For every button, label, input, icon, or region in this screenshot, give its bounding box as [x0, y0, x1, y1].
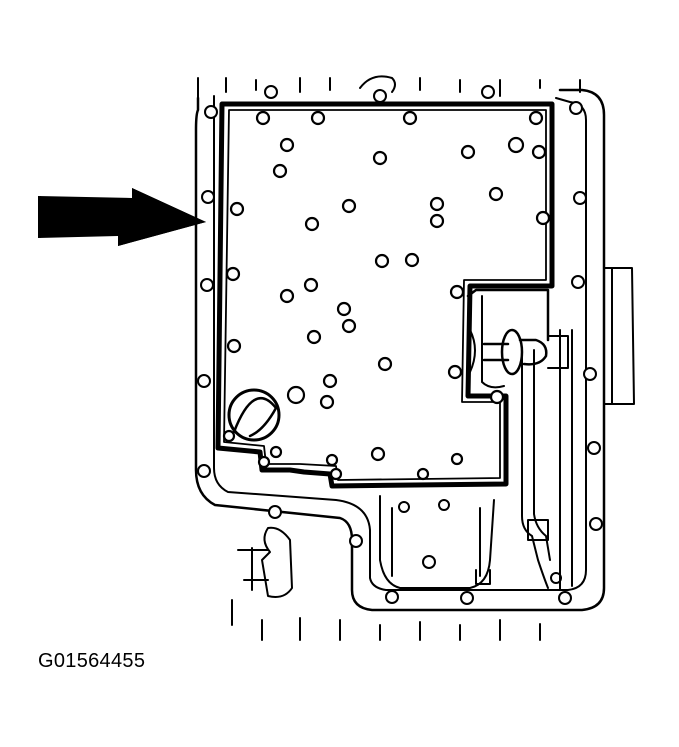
flange-bolt-holes: [197, 85, 603, 605]
lower-housing: [379, 495, 495, 589]
pressure-lines: [521, 329, 573, 591]
pointer-arrow-icon: [38, 188, 206, 246]
pan-gasket-flange: [194, 88, 606, 612]
side-bracket: [603, 267, 635, 405]
filter-boss: [227, 388, 281, 442]
detent-spring-assembly: [466, 288, 569, 389]
figure-id-label: G01564455: [38, 650, 146, 672]
cooler-line-fittings: [237, 526, 293, 598]
valve-body-bolt-holes: [222, 110, 551, 481]
